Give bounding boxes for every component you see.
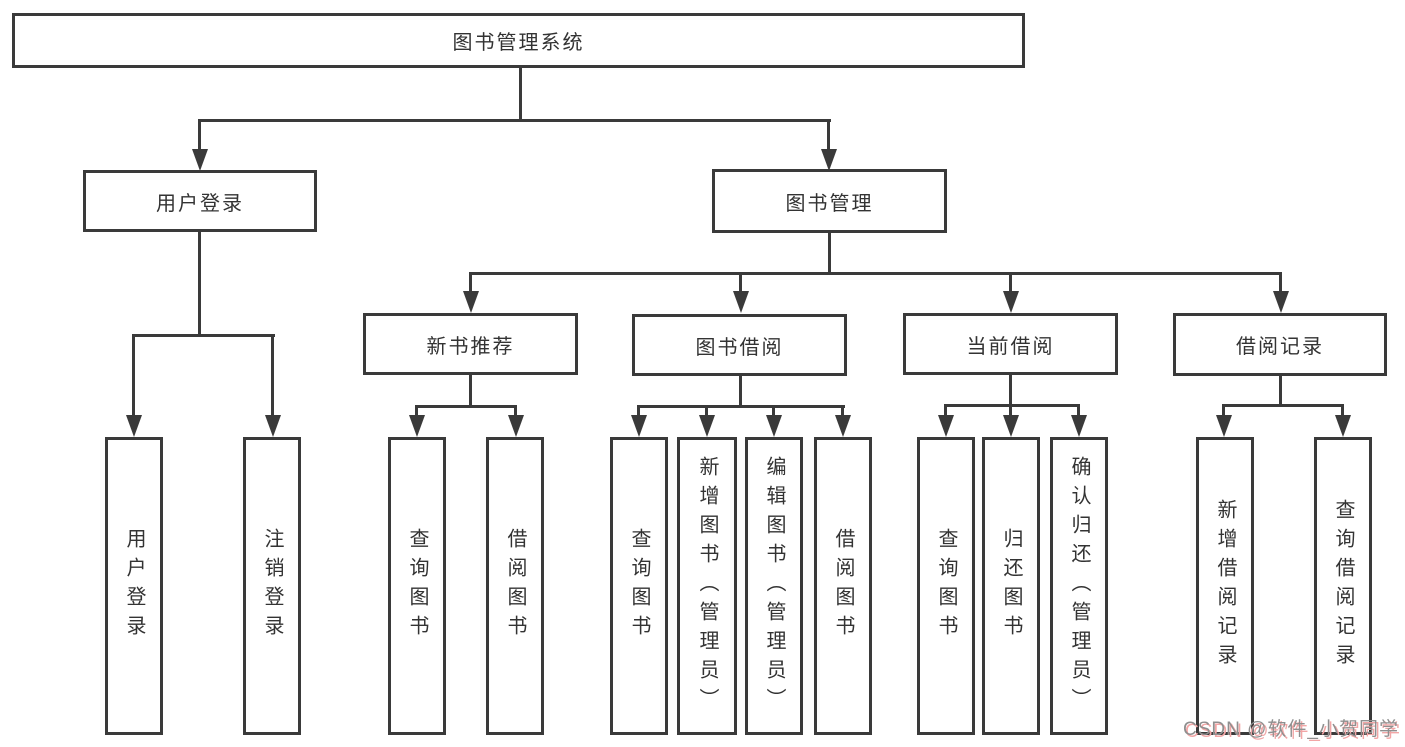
leaf-borrow-books-recommend: 借阅图书 (486, 437, 544, 735)
node-user-login: 用户登录 (83, 170, 317, 232)
leaf-return-books: 归还图书 (982, 437, 1040, 735)
connector-line (415, 405, 418, 418)
connector-line (827, 119, 830, 153)
node-label: 查询借阅记录 (1332, 499, 1354, 673)
node-label: 查询图书 (935, 528, 957, 644)
connector-line (739, 376, 742, 407)
leaf-query-books-current: 查询图书 (917, 437, 975, 735)
connector-line (132, 334, 275, 337)
node-label: 图书管理 (785, 192, 874, 215)
node-label: 借阅图书 (504, 528, 526, 644)
connector-line (132, 334, 135, 418)
arrow-down-icon (766, 415, 782, 437)
node-label: 查询图书 (406, 528, 428, 644)
leaf-logout: 注销登录 (243, 437, 301, 735)
node-label: 确认归还（管理员） (1068, 455, 1090, 717)
connector-line (1009, 375, 1012, 406)
connector-line (198, 119, 831, 122)
arrow-down-icon (1335, 415, 1351, 437)
connector-line (828, 233, 831, 275)
arrow-down-icon (265, 415, 281, 437)
arrow-down-icon (1003, 291, 1019, 313)
node-label: 归还图书 (1000, 528, 1022, 644)
arrow-down-icon (938, 415, 954, 437)
node-label: 用户登录 (156, 192, 244, 215)
leaf-query-books-borrowing: 查询图书 (610, 437, 668, 735)
connector-line (705, 405, 708, 418)
connector-line (841, 405, 844, 418)
node-new-book-recommend: 新书推荐 (363, 313, 578, 375)
node-label: 用户登录 (123, 528, 145, 644)
arrow-down-icon (126, 415, 142, 437)
node-label: 借阅图书 (832, 528, 854, 644)
leaf-borrow-books: 借阅图书 (814, 437, 872, 735)
leaf-query-borrow-record: 查询借阅记录 (1314, 437, 1372, 735)
arrow-down-icon (1216, 415, 1232, 437)
arrow-down-icon (835, 415, 851, 437)
node-label: 图书借阅 (695, 336, 784, 359)
leaf-edit-books-admin: 编辑图书（管理员） (745, 437, 803, 735)
node-label: 查询图书 (628, 528, 650, 644)
connector-line (1341, 404, 1344, 417)
arrow-down-icon (409, 415, 425, 437)
connector-line (772, 405, 775, 418)
connector-line (469, 375, 472, 407)
connector-line (1077, 404, 1080, 418)
connector-line (1222, 404, 1344, 407)
arrow-down-icon (508, 415, 524, 437)
connector-line (1279, 376, 1282, 406)
node-borrowing-records: 借阅记录 (1173, 313, 1387, 376)
arrow-down-icon (733, 291, 749, 313)
connector-line (739, 272, 742, 295)
csdn-watermark: CSDN @软件_小贺同学 (1183, 719, 1399, 740)
arrow-down-icon (699, 415, 715, 437)
node-label: 借阅记录 (1236, 336, 1324, 358)
connector-line (944, 404, 947, 418)
leaf-add-borrow-record: 新增借阅记录 (1196, 437, 1254, 735)
connector-line (1009, 404, 1012, 418)
node-label: 新增借阅记录 (1214, 499, 1236, 673)
connector-line (1009, 272, 1012, 295)
connector-line (637, 405, 845, 408)
leaf-add-books-admin: 新增图书（管理员） (677, 437, 737, 735)
connector-line (469, 272, 1282, 275)
connector-line (1222, 404, 1225, 417)
connector-line (271, 334, 274, 418)
node-label: 注销登录 (261, 528, 283, 644)
arrow-down-icon (821, 149, 837, 171)
arrow-down-icon (631, 415, 647, 437)
leaf-user-login: 用户登录 (105, 437, 163, 735)
connector-line (519, 68, 522, 120)
arrow-down-icon (1071, 415, 1087, 437)
node-label: 新增图书（管理员） (696, 455, 718, 717)
arrow-down-icon (463, 291, 479, 313)
node-current-borrowing: 当前借阅 (903, 313, 1118, 375)
leaf-confirm-return-admin: 确认归还（管理员） (1050, 437, 1108, 735)
arrow-down-icon (192, 149, 208, 171)
leaf-query-books-recommend: 查询图书 (388, 437, 446, 735)
node-label: 新书推荐 (426, 335, 515, 358)
connector-line (469, 272, 472, 295)
connector-line (514, 405, 517, 418)
arrow-down-icon (1003, 415, 1019, 437)
node-book-management: 图书管理 (712, 169, 947, 233)
connector-line (198, 232, 201, 337)
node-book-borrowing: 图书借阅 (632, 314, 847, 376)
node-label: 编辑图书（管理员） (763, 455, 785, 717)
connector-line (1279, 272, 1282, 295)
connector-line (415, 405, 517, 408)
arrow-down-icon (1273, 291, 1289, 313)
connector-line (198, 119, 201, 153)
node-library-management-system: 图书管理系统 (12, 13, 1025, 68)
connector-line (944, 404, 1080, 407)
connector-line (637, 405, 640, 418)
node-label: 当前借阅 (966, 335, 1055, 358)
node-label: 图书管理系统 (452, 32, 585, 54)
